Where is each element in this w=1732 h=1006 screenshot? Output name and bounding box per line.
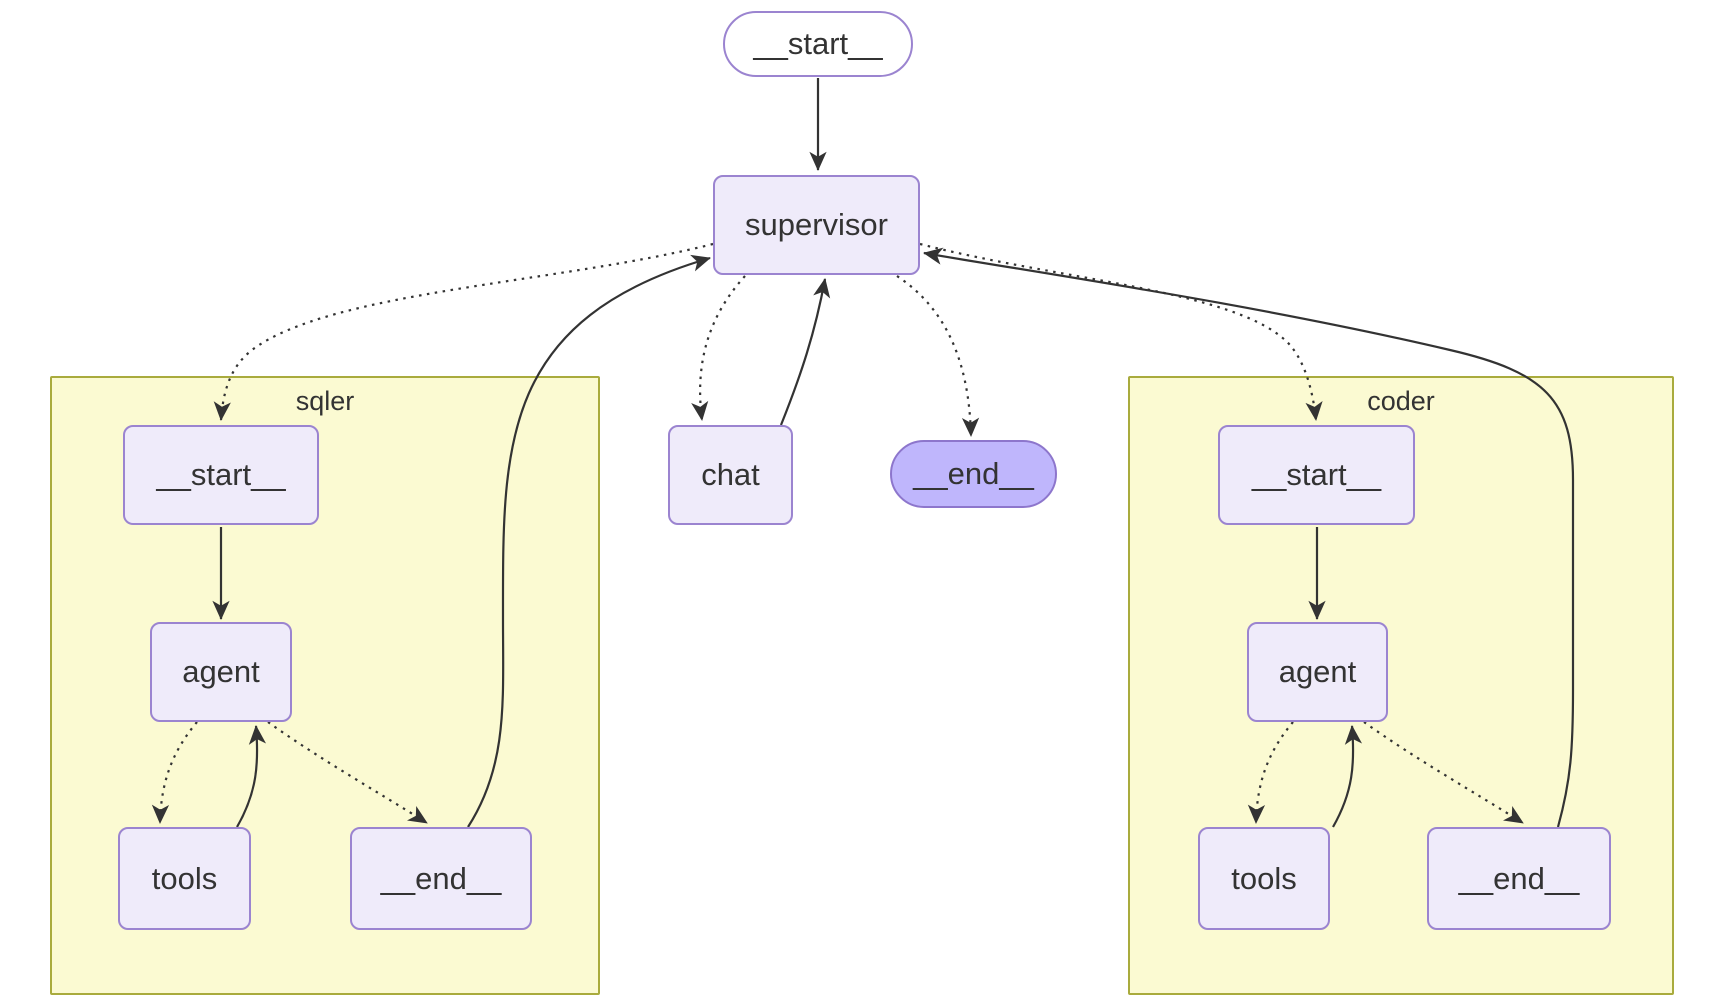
edge-sqler-end-supervisor (467, 254, 711, 828)
node-start: __start__ (723, 11, 913, 77)
edge-supervisor-coder-start (919, 242, 1323, 421)
edge-sqler-agent-end (267, 721, 428, 824)
node-start-label: __start__ (753, 26, 883, 61)
edge-supervisor-chat (691, 275, 746, 421)
node-sqler-tools: tools (118, 827, 251, 930)
node-coder-start-label: __start__ (1251, 457, 1382, 492)
cluster-sqler-label: sqler (295, 386, 355, 416)
edge-chat-supervisor (779, 278, 831, 426)
node-sqler-tools-label: tools (151, 860, 218, 896)
node-coder-agent-label: agent (1278, 654, 1357, 689)
node-coder-end: __end__ (1427, 827, 1611, 930)
edge-supervisor-end (896, 275, 980, 437)
node-sqler-agent-label: agent (182, 654, 260, 689)
edge-coder-tools-agent (1332, 725, 1363, 828)
node-chat-label: chat (701, 457, 760, 492)
node-coder-end-label: __end__ (1458, 860, 1580, 896)
node-sqler-end: __end__ (350, 827, 532, 930)
edge-coder-end-supervisor (923, 247, 1575, 828)
node-supervisor-label: supervisor (745, 207, 888, 242)
node-end: __end__ (890, 440, 1057, 508)
node-supervisor: supervisor (713, 175, 920, 275)
cluster-coder-label: coder (1367, 386, 1435, 416)
node-coder-agent: agent (1247, 622, 1388, 722)
node-chat: chat (668, 425, 793, 525)
node-end-label: __end__ (913, 456, 1034, 491)
edge-sqler-tools-agent (236, 725, 267, 828)
node-coder-start: __start__ (1218, 425, 1415, 525)
edge-sqler-agent-tools (151, 721, 198, 824)
node-coder-tools: tools (1198, 827, 1330, 930)
node-sqler-agent: agent (150, 622, 292, 722)
edge-coder-agent-end (1363, 721, 1524, 824)
edge-coder-agent-tools (1247, 721, 1294, 824)
node-sqler-start-label: __start__ (156, 457, 286, 492)
node-sqler-end-label: __end__ (380, 860, 502, 896)
node-coder-tools-label: tools (1231, 860, 1297, 896)
node-sqler-start: __start__ (123, 425, 319, 525)
edge-supervisor-sqler-start (213, 242, 714, 421)
